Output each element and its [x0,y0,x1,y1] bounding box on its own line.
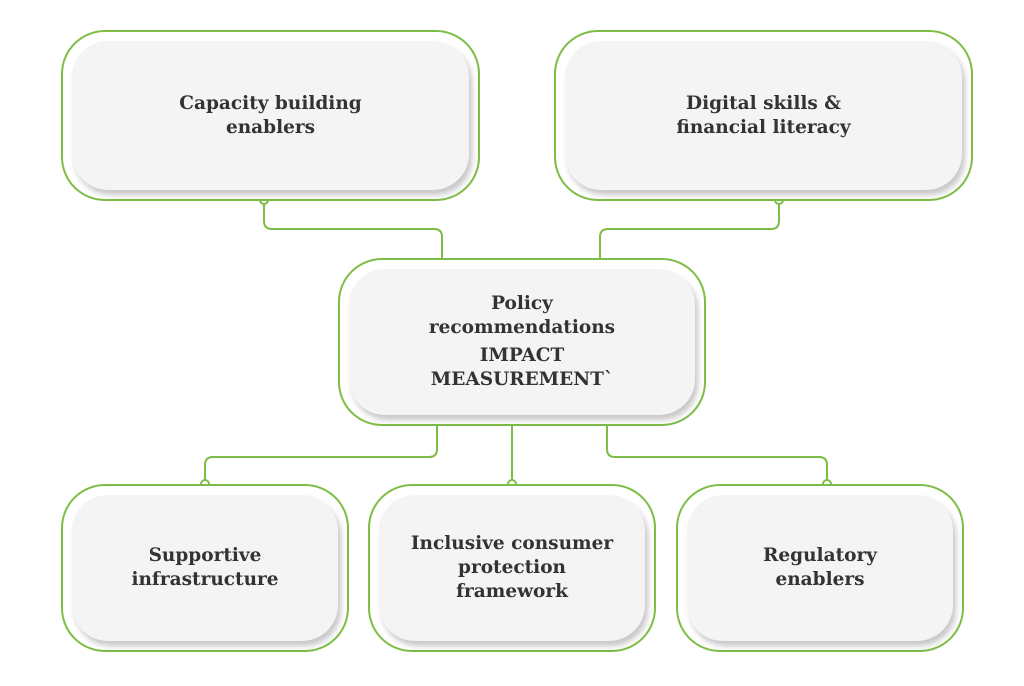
node-policy-recommendations: Policy recommendations IMPACT MEASUREMEN… [338,258,706,426]
node-consumer-line-2: protection [458,557,566,578]
node-consumer-line-3: framework [456,581,568,602]
connector-capacity [263,201,443,262]
node-capacity-building-line-1: Capacity building [179,92,362,114]
node-regulatory-line-1: Regulatory [763,545,877,566]
node-consumer-line-1: Inclusive consumer [410,533,614,554]
connector-regulatory [606,425,828,484]
node-policy-line-3: IMPACT [479,345,565,366]
node-policy-line-2: recommendations [428,317,616,338]
node-digital-skills: Digital skills & financial literacy [554,30,973,201]
node-policy-line-4: MEASUREMENT` [430,369,614,390]
node-inclusive-consumer-protection: Inclusive consumer protection framework [368,484,656,652]
node-capacity-building-line-2: enablers [225,116,316,138]
node-infrastructure-line-1: Supportive [148,545,262,566]
node-digital-skills-line-2: financial literacy [676,116,851,138]
node-regulatory-line-2: enablers [775,569,865,590]
node-capacity-building: Capacity building enablers [61,30,480,201]
connector-digital [599,201,780,262]
node-digital-skills-line-1: Digital skills & [686,92,841,114]
node-policy-line-1: Policy [491,293,553,314]
connector-infrastructure [204,425,438,484]
node-supportive-infrastructure: Supportive infrastructure [61,484,349,652]
node-infrastructure-line-2: infrastructure [131,569,279,590]
node-regulatory-enablers: Regulatory enablers [676,484,964,652]
